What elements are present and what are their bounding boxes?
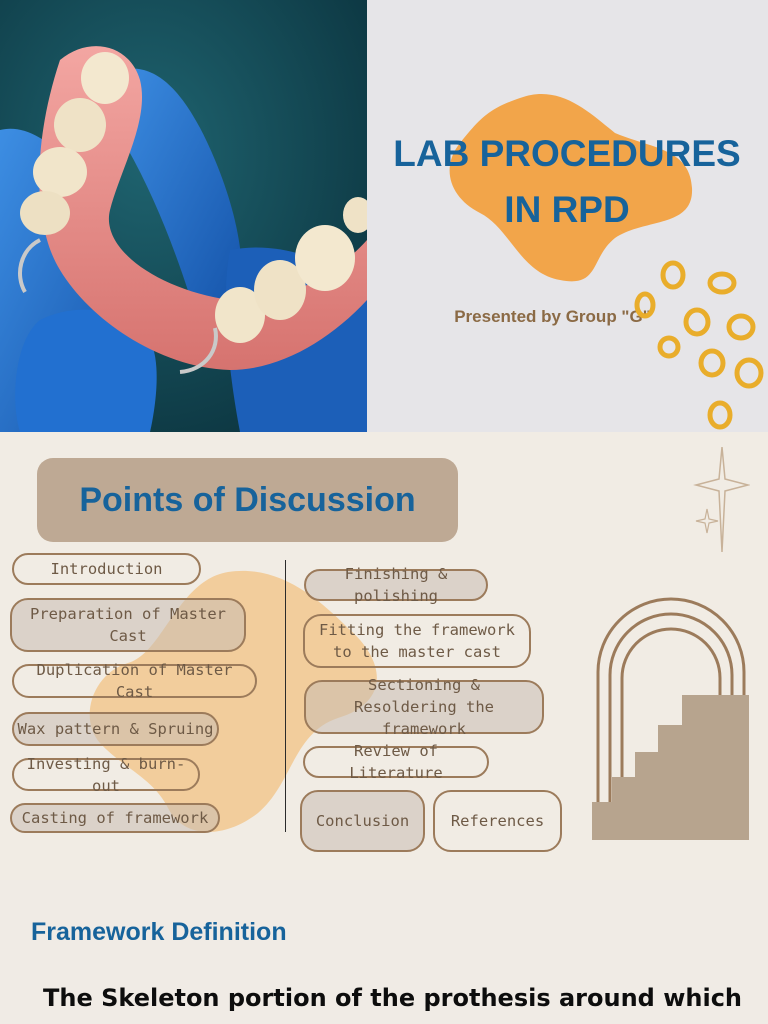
column-divider <box>285 560 286 832</box>
topic-review-literature[interactable]: Review of Literature <box>303 742 489 782</box>
topic-sectioning-resoldering[interactable]: Sectioning & Resoldering the framework <box>304 676 544 738</box>
rings-decoration <box>634 260 764 430</box>
topic-introduction[interactable]: Introduction <box>12 553 201 585</box>
orange-blob-shape <box>449 93 693 282</box>
topic-preparation-master-cast[interactable]: Preparation of Master Cast <box>10 598 246 652</box>
stairs-arch-icon <box>592 597 749 840</box>
denture-photo <box>0 0 367 432</box>
topic-references[interactable]: References <box>433 790 562 852</box>
topic-investing-burnout[interactable]: Investing & burn-out <box>12 755 200 795</box>
topic-fitting-framework[interactable]: Fitting the framework to the master cast <box>303 614 531 668</box>
cover-slide: LAB PROCEDURES IN RPD Presented by Group… <box>0 0 768 432</box>
definition-heading: Framework Definition <box>31 918 287 946</box>
topic-finishing-polishing[interactable]: Finishing & polishing <box>304 565 488 605</box>
title-line-1: LAB PROCEDURES <box>393 133 741 174</box>
discussion-title-box: Points of Discussion <box>37 458 458 542</box>
sparkle-icon <box>693 447 750 553</box>
presenter-subtitle: Presented by Group "G" <box>454 307 651 326</box>
definition-text: The Skeleton portion of the prothesis ar… <box>43 984 742 1012</box>
definition-slide: Framework Definition The Skeleton portio… <box>0 880 768 1024</box>
topic-wax-pattern-spruing[interactable]: Wax pattern & Spruing <box>12 712 219 746</box>
topic-conclusion[interactable]: Conclusion <box>300 790 425 852</box>
discussion-slide: Points of Discussion Introduction Prepar… <box>0 432 768 880</box>
topic-casting-framework[interactable]: Casting of framework <box>10 803 220 833</box>
discussion-title: Points of Discussion <box>79 481 416 519</box>
title-line-2: IN RPD <box>504 189 630 230</box>
topic-duplication-master-cast[interactable]: Duplication of Master Cast <box>12 661 257 701</box>
deck-title: LAB PROCEDURES IN RPD <box>372 126 762 238</box>
